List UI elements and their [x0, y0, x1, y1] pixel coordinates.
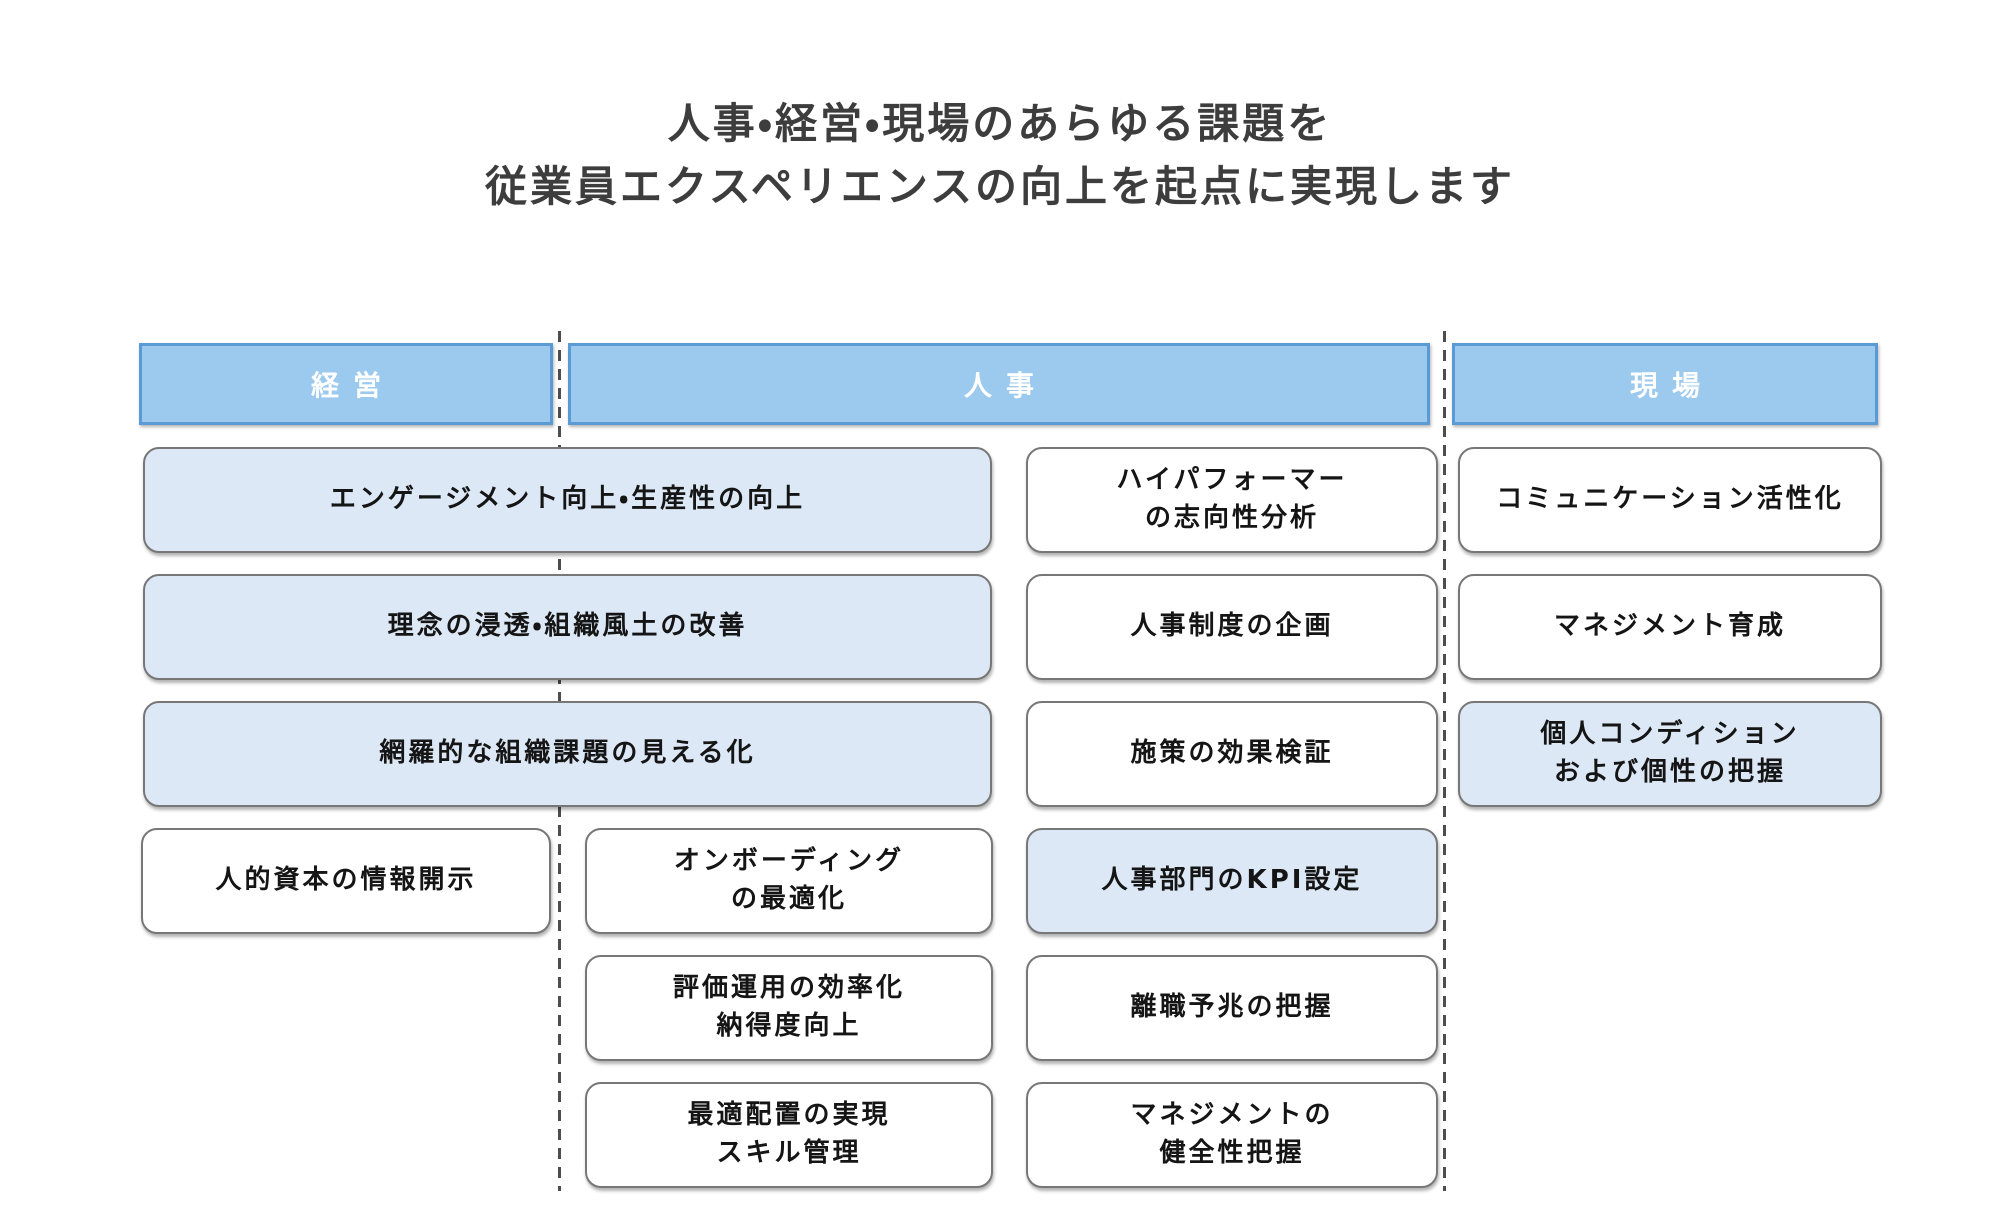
box-label: 個人コンディション — [1540, 719, 1800, 750]
box-evaluation-efficiency: 評価運用の効率化 納得度向上 — [585, 955, 993, 1061]
box-high-performer-analysis: ハイパフォーマー の志向性分析 — [1026, 447, 1438, 553]
box-individual-condition: 個人コンディション および個性の把握 — [1458, 701, 1882, 807]
box-label: コミュニケーション活性化 — [1496, 484, 1844, 515]
box-label: の志向性分析 — [1144, 503, 1319, 533]
box-label: および個性の把握 — [1553, 757, 1786, 787]
box-optimal-placement-skills: 最適配置の実現 スキル管理 — [585, 1082, 993, 1188]
column-header-field: 現場 — [1452, 343, 1878, 425]
box-human-capital-disclosure: 人的資本の情報開示 — [141, 828, 551, 934]
box-label: 健全性把握 — [1159, 1138, 1305, 1168]
box-turnover-prediction: 離職予兆の把握 — [1026, 955, 1438, 1061]
page-title-line1: 人事・経営・現場のあらゆる課題を — [667, 99, 1333, 148]
box-label: 人事部門のKPI設定 — [1101, 865, 1363, 896]
box-label: 納得度向上 — [716, 1011, 862, 1041]
box-label: ハイパフォーマー — [1116, 465, 1348, 496]
box-label: 離職予兆の把握 — [1130, 992, 1334, 1023]
column-divider-right — [1443, 331, 1446, 1191]
box-label: スキル管理 — [716, 1138, 862, 1168]
box-label: 網羅的な組織課題の見える化 — [379, 738, 756, 769]
box-label: 人事制度の企画 — [1130, 611, 1334, 642]
box-label: オンボーディング — [673, 846, 905, 877]
box-label: 評価運用の効率化 — [672, 973, 905, 1004]
box-onboarding-optimization: オンボーディング の最適化 — [585, 828, 993, 934]
box-label: 理念の浸透・組織風土の改善 — [387, 611, 748, 642]
box-management-development: マネジメント育成 — [1458, 574, 1882, 680]
box-label: エンゲージメント向上・生産性の向上 — [329, 484, 806, 515]
box-communication-activation: コミュニケーション活性化 — [1458, 447, 1882, 553]
box-label: 人的資本の情報開示 — [215, 865, 477, 896]
box-label: 最適配置の実現 — [687, 1100, 891, 1131]
box-label: 施策の効果検証 — [1130, 738, 1334, 769]
box-label: の最適化 — [730, 884, 847, 914]
box-label: マネジメント育成 — [1553, 611, 1786, 642]
box-engagement-productivity: エンゲージメント向上・生産性の向上 — [143, 447, 992, 553]
box-hr-kpi-setting: 人事部門のKPI設定 — [1026, 828, 1438, 934]
box-management-health: マネジメントの 健全性把握 — [1026, 1082, 1438, 1188]
box-philosophy-culture: 理念の浸透・組織風土の改善 — [143, 574, 992, 680]
column-header-management: 経営 — [139, 343, 553, 425]
box-org-issues-visualization: 網羅的な組織課題の見える化 — [143, 701, 992, 807]
column-header-hr: 人事 — [568, 343, 1430, 425]
box-policy-effect-verification: 施策の効果検証 — [1026, 701, 1438, 807]
box-label: マネジメントの — [1130, 1100, 1334, 1131]
box-hr-system-planning: 人事制度の企画 — [1026, 574, 1438, 680]
page-title: 人事・経営・現場のあらゆる課題を 従業員エクスペリエンスの向上を起点に実現します — [0, 92, 2000, 218]
page-title-line2: 従業員エクスペリエンスの向上を起点に実現します — [485, 162, 1515, 211]
